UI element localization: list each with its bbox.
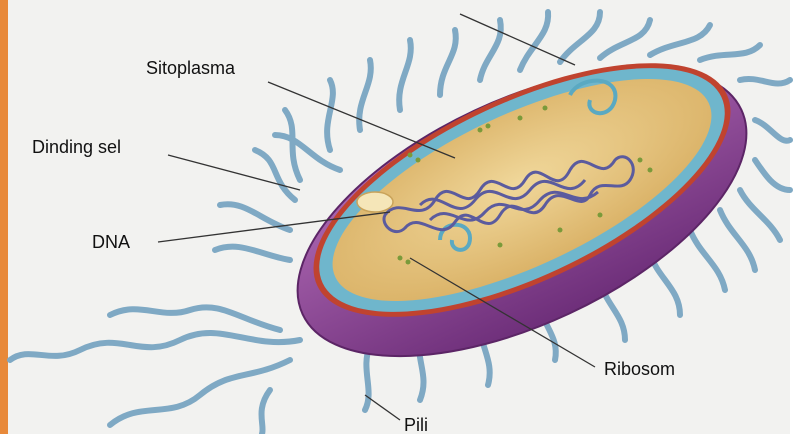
- flagellum: [480, 20, 501, 80]
- leader-line-pili: [365, 395, 400, 420]
- ribosome-dot: [498, 243, 503, 248]
- flagellum: [520, 12, 548, 70]
- ribosome-dot: [408, 153, 413, 158]
- ribosome-dot: [416, 158, 421, 163]
- flagellum: [600, 20, 650, 58]
- ribosome-dot: [398, 256, 403, 261]
- ribosome-dot: [598, 213, 603, 218]
- ribosome-dot: [638, 158, 643, 163]
- flagellum: [215, 247, 290, 260]
- label-ribosom: Ribosom: [604, 359, 675, 380]
- ribosome-dot: [558, 228, 563, 233]
- flagellum: [440, 30, 456, 95]
- flagellum: [110, 307, 280, 330]
- ribosome-dot: [518, 116, 523, 121]
- flagellum: [560, 12, 600, 62]
- ribosome-dot: [406, 260, 411, 265]
- leader-line-top: [460, 14, 575, 65]
- flagellum: [255, 150, 295, 200]
- flagellum: [755, 120, 790, 141]
- flagellum: [261, 390, 270, 434]
- flagellum: [700, 45, 760, 60]
- label-dinding-sel: Dinding sel: [32, 137, 121, 158]
- ribosome-dot: [486, 124, 491, 129]
- flagellum: [740, 79, 790, 84]
- flagellum: [327, 80, 333, 150]
- flagellum: [10, 333, 300, 360]
- flagellum: [399, 40, 411, 110]
- leader-line-sitoplasma: [268, 82, 455, 158]
- label-dna: DNA: [92, 232, 130, 253]
- inclusion-body: [357, 192, 393, 212]
- ribosome-dot: [543, 106, 548, 111]
- label-pili: Pili: [404, 415, 428, 434]
- flagellum: [740, 190, 780, 240]
- flagellum: [690, 230, 725, 290]
- ribosome-dot: [478, 128, 483, 133]
- leader-line-dinding-sel: [168, 155, 300, 190]
- flagellum: [720, 210, 755, 270]
- label-sitoplasma: Sitoplasma: [146, 58, 235, 79]
- flagellum: [755, 160, 790, 190]
- ribosome-dot: [648, 168, 653, 173]
- flagellum: [650, 25, 710, 55]
